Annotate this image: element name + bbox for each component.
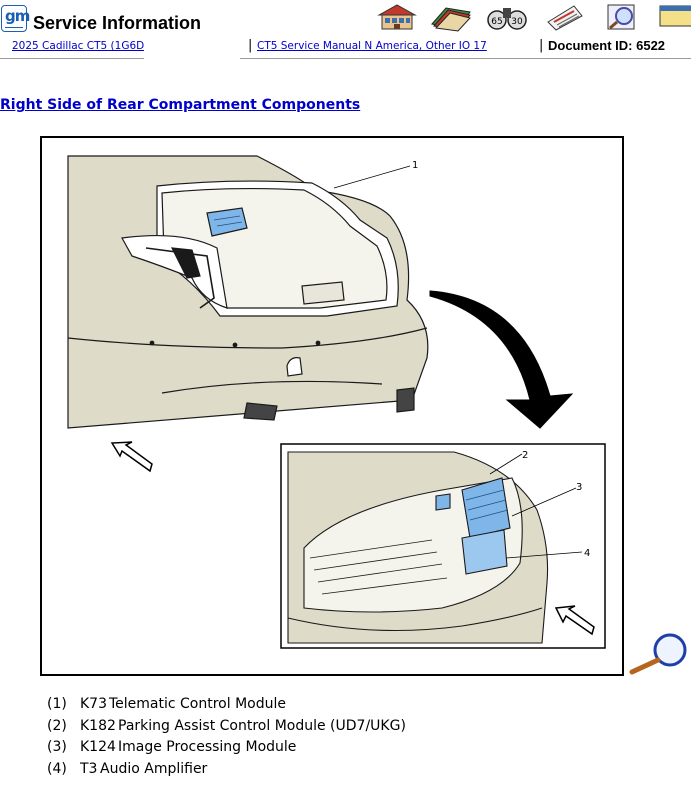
header-divider bbox=[240, 58, 691, 59]
legend-description: Audio Amplifier bbox=[100, 760, 208, 777]
legend-description: Parking Assist Control Module (UD7/UKG) bbox=[118, 717, 406, 734]
breadcrumb-manual-link[interactable]: CT5 Service Manual N America, Other IO 1… bbox=[257, 40, 487, 52]
arrow-icon bbox=[429, 290, 574, 429]
legend-number: (2) bbox=[47, 717, 67, 734]
legend-description: Image Processing Module bbox=[118, 739, 297, 755]
document-id: Document ID: 6522 bbox=[548, 38, 666, 53]
legend-code: K182 bbox=[80, 717, 116, 734]
breadcrumb: 2025 Cadillac CT5 (1G6D | CT5 Service Ma… bbox=[0, 38, 691, 60]
breadcrumb-separator: | bbox=[248, 38, 253, 53]
callout-1: 1 bbox=[412, 160, 418, 171]
legend-number: (3) bbox=[47, 739, 67, 755]
books-icon[interactable] bbox=[430, 2, 472, 32]
document-search-icon[interactable] bbox=[602, 2, 644, 32]
binoculars-icon[interactable]: 65 30 bbox=[486, 2, 528, 32]
rear-compartment-drawing: 1 2 3 4 bbox=[67, 155, 606, 649]
breadcrumb-separator: | bbox=[539, 38, 544, 53]
callout-4: 4 bbox=[584, 548, 590, 559]
component-illustration: 1 2 3 4 bbox=[40, 136, 624, 676]
breadcrumb-vehicle-link[interactable]: 2025 Cadillac CT5 (1G6D bbox=[12, 40, 144, 52]
svg-text:65: 65 bbox=[491, 17, 502, 27]
legend-code: K124 bbox=[80, 739, 116, 755]
gm-logo: gm bbox=[1, 5, 30, 32]
forward-arrow-icon bbox=[554, 605, 595, 636]
callout-2: 2 bbox=[522, 450, 528, 461]
legend-code: T3 bbox=[80, 760, 98, 777]
forward-arrow-icon bbox=[110, 441, 153, 473]
car-rear-view bbox=[67, 155, 429, 429]
home-icon[interactable] bbox=[376, 2, 418, 32]
newspaper-icon[interactable] bbox=[544, 2, 586, 32]
legend-code: K73 bbox=[80, 696, 107, 712]
trunk-open-view bbox=[287, 451, 549, 644]
svg-text:30: 30 bbox=[511, 17, 523, 27]
callout-3: 3 bbox=[576, 482, 582, 493]
page-header: gm Service Information 65 30 bbox=[0, 0, 691, 62]
legend-number: (1) bbox=[47, 696, 67, 712]
legend-description: Telematic Control Module bbox=[109, 696, 286, 712]
app-title: Service Information bbox=[33, 13, 202, 33]
zoom-magnifier-icon[interactable] bbox=[628, 630, 690, 676]
legend-number: (4) bbox=[47, 760, 67, 777]
section-title-link[interactable]: Right Side of Rear Compartment Component… bbox=[0, 97, 361, 113]
header-divider bbox=[0, 58, 144, 59]
bookmark-icon[interactable] bbox=[658, 2, 691, 32]
